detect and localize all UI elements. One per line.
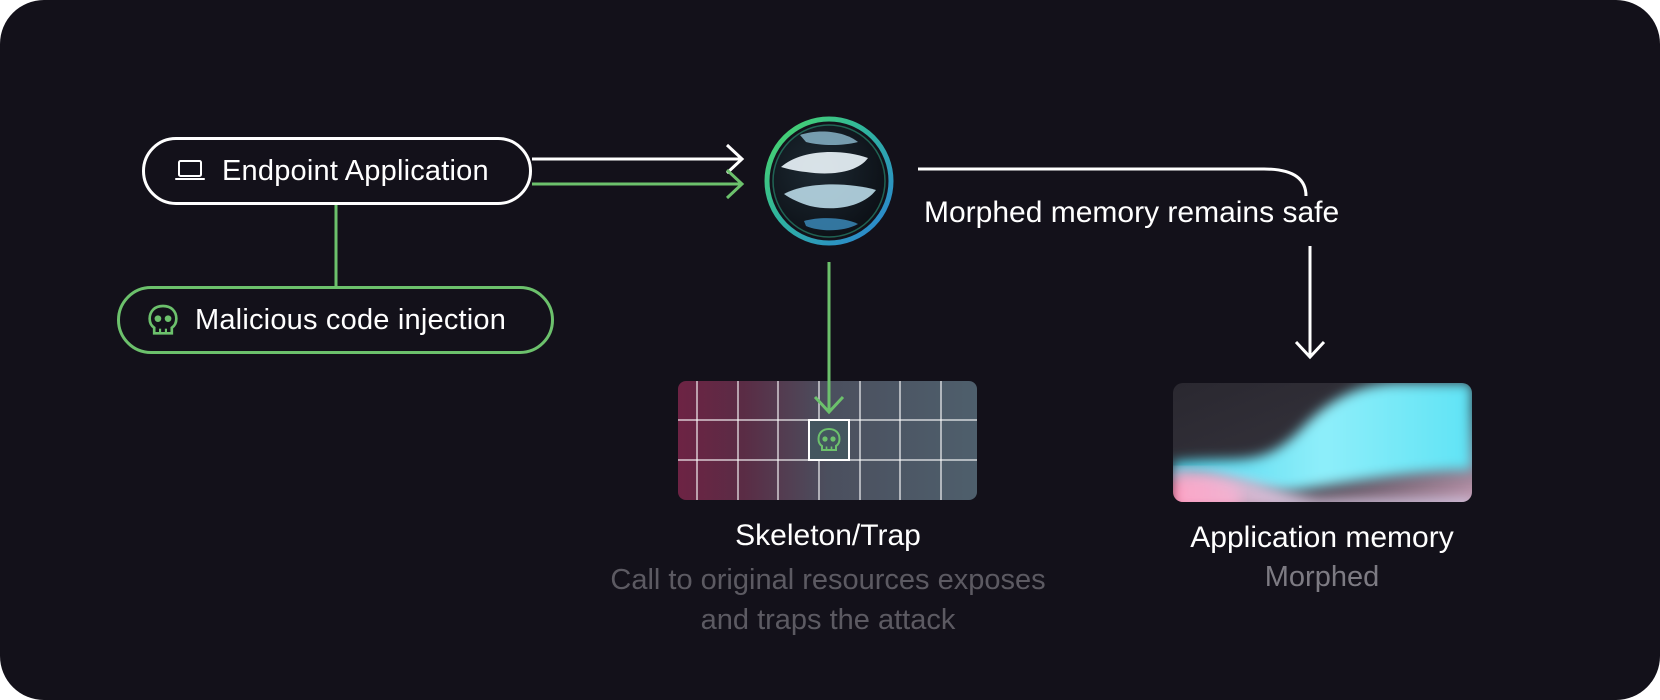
malicious-code-injection-label: Malicious code injection	[195, 303, 507, 336]
morphing-globe-logo-icon	[764, 116, 894, 246]
application-memory-title: Application memory	[1190, 521, 1454, 554]
arrowhead-down-white	[1294, 340, 1326, 360]
line-globe-to-memory	[918, 167, 1308, 197]
arrowhead-green	[725, 168, 745, 200]
application-memory-subtitle: Morphed	[1264, 561, 1380, 593]
skeleton-trap-description: Call to original resources exposes and t…	[610, 564, 1046, 636]
arrowhead-down-green	[813, 395, 845, 415]
skeleton-trap-title: Skeleton/Trap	[735, 519, 921, 552]
arrowhead-white	[725, 143, 745, 175]
malicious-code-injection-node: Malicious code injection	[117, 286, 554, 354]
endpoint-application-node: Endpoint Application	[142, 137, 532, 205]
application-memory-visual	[1173, 383, 1472, 502]
laptop-icon	[172, 153, 208, 189]
endpoint-application-label: Endpoint Application	[222, 154, 489, 187]
skull-icon	[145, 302, 181, 338]
morphed-memory-safe-label: Morphed memory remains safe	[924, 196, 1340, 229]
skeleton-trap-grid	[678, 381, 977, 500]
trapped-skull-icon	[817, 427, 841, 451]
